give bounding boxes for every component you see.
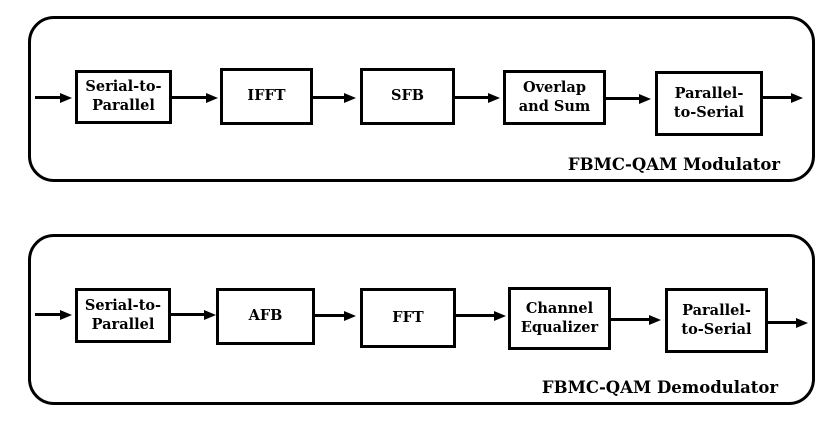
input-arrow-right-icon bbox=[35, 313, 60, 316]
connector-arrow-right-icon bbox=[172, 96, 206, 99]
block-afb: AFB bbox=[216, 288, 315, 345]
block-fft: FFT bbox=[360, 288, 456, 348]
block-label: SFB bbox=[390, 87, 425, 105]
fbmc-qam-modulator-panel: Serial-to- Parallel IFFT SFB Overlap and… bbox=[28, 16, 815, 182]
block-sfb: SFB bbox=[360, 68, 455, 125]
block-label: Parallel- to-Serial bbox=[673, 84, 745, 121]
connector-arrow-right-icon bbox=[315, 314, 344, 317]
demodulator-caption: FBMC-QAM Demodulator bbox=[541, 378, 779, 397]
output-arrow-right-icon bbox=[763, 96, 791, 99]
block-label: Parallel- to-Serial bbox=[681, 301, 752, 338]
block-label: Overlap and Sum bbox=[518, 78, 591, 115]
block-parallel-to-serial: Parallel- to-Serial bbox=[655, 71, 763, 136]
block-label: Serial-to- Parallel bbox=[85, 78, 162, 114]
connector-arrow-right-icon bbox=[313, 96, 344, 99]
input-arrow-right-icon bbox=[35, 96, 60, 99]
connector-arrow-right-icon bbox=[611, 318, 649, 321]
connector-arrow-right-icon bbox=[171, 313, 204, 316]
block-serial-to-parallel: Serial-to- Parallel bbox=[75, 70, 172, 124]
connector-arrow-right-icon bbox=[606, 97, 639, 100]
block-serial-to-parallel: Serial-to- Parallel bbox=[75, 288, 171, 343]
output-arrow-right-icon bbox=[768, 321, 796, 324]
block-label: FFT bbox=[392, 308, 424, 326]
connector-arrow-right-icon bbox=[456, 314, 494, 317]
connector-arrow-right-icon bbox=[455, 96, 488, 99]
block-label: AFB bbox=[248, 307, 283, 325]
block-channel-equalizer: Channel Equalizer bbox=[508, 287, 611, 350]
block-ifft: IFFT bbox=[220, 68, 313, 125]
fbmc-qam-demodulator-panel: Serial-to- Parallel AFB FFT Channel Equa… bbox=[28, 234, 815, 405]
block-label: Channel Equalizer bbox=[520, 299, 599, 336]
block-label: Serial-to- Parallel bbox=[84, 296, 162, 333]
block-overlap-and-sum: Overlap and Sum bbox=[503, 70, 606, 125]
modulator-caption: FBMC-QAM Modulator bbox=[567, 155, 781, 174]
block-label: IFFT bbox=[247, 87, 286, 105]
block-parallel-to-serial: Parallel- to-Serial bbox=[665, 288, 768, 353]
